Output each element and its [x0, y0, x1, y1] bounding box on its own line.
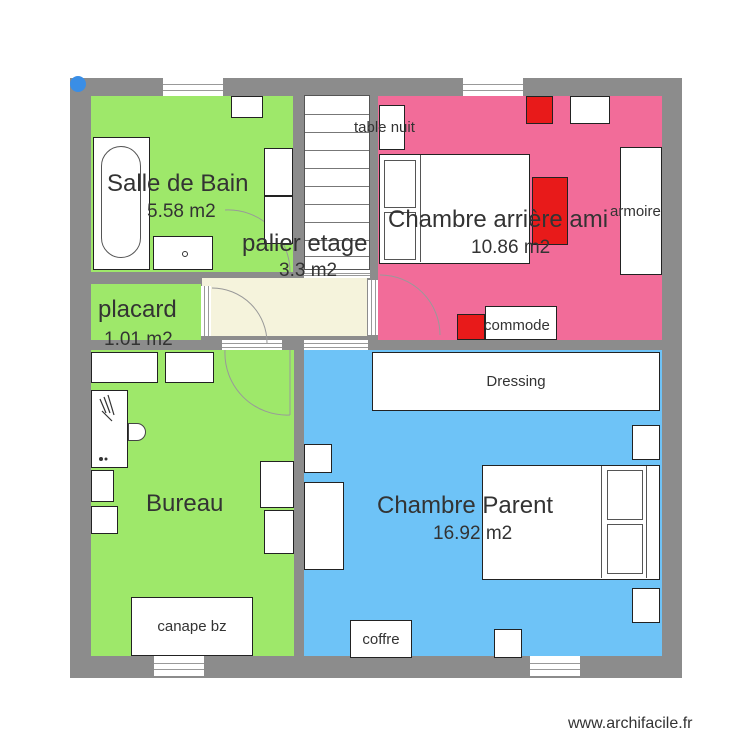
sink-unit [153, 236, 213, 270]
label-chambre-parent: Chambre Parent [377, 492, 554, 519]
label-table-nuit: table nuit [354, 119, 415, 136]
bureau-shelf-right [165, 352, 214, 383]
label-bureau: Bureau [146, 490, 224, 517]
canape-box: canape bz [131, 597, 253, 656]
staircase[interactable] [304, 95, 370, 270]
desk-chair [128, 423, 146, 441]
bureau-box-1 [91, 470, 114, 502]
coffre-box: coffre [350, 620, 412, 658]
area-chambre-arriere: 10.86 m2 [471, 237, 551, 258]
door-opening-placard[interactable] [201, 286, 211, 336]
area-chambre-parent: 16.92 m2 [433, 523, 513, 544]
door-opening-chambre[interactable] [368, 280, 378, 335]
dressing-box: Dressing [372, 352, 660, 411]
parent-small-box-bottom [494, 629, 522, 658]
room-palier[interactable] [202, 278, 367, 336]
bed-chambre-parent [482, 465, 660, 580]
desk [91, 390, 128, 468]
bureau-box-2 [91, 506, 118, 534]
area-placard: 1.01 m2 [104, 329, 173, 350]
window-bottom-right [530, 656, 580, 676]
window-top-right [463, 78, 523, 96]
label-armoire: armoire [610, 203, 661, 220]
bureau-cabinet-2 [264, 510, 294, 554]
red-block-bottom [457, 314, 485, 340]
watermark[interactable]: www.archifacile.fr [568, 715, 693, 732]
bed-chambre-arriere [379, 154, 530, 264]
red-block-top-1 [526, 96, 553, 124]
label-placard: placard [98, 296, 177, 323]
dressing-label: Dressing [486, 373, 546, 390]
label-chambre-arriere: Chambre arrière ami [388, 206, 609, 233]
bureau-shelf-left [91, 352, 158, 383]
window-bottom-left [154, 656, 204, 676]
door-opening-parent[interactable] [304, 340, 368, 350]
red-block-mid [532, 177, 568, 245]
label-commode: commode [484, 317, 550, 334]
parent-side-top [632, 425, 660, 460]
area-salle-de-bain: 5.58 m2 [147, 201, 216, 222]
parent-side-bottom [632, 588, 660, 623]
parent-small-box-left [304, 444, 332, 473]
door-opening-bureau[interactable] [222, 340, 282, 350]
door-opening-palier[interactable] [304, 270, 370, 278]
coffre-label: coffre [362, 630, 400, 648]
room-placard[interactable] [91, 284, 201, 340]
canape-label: canape bz [157, 618, 227, 635]
white-box-top [570, 96, 610, 124]
bath-shelf-1 [264, 148, 293, 196]
label-salle-de-bain: Salle de Bain [107, 170, 249, 197]
bath-shelf-2 [264, 196, 293, 244]
bathtub [93, 137, 150, 270]
commode-box [485, 306, 557, 340]
area-palier: 3.3 m2 [279, 260, 338, 281]
parent-cabinet-left [304, 482, 344, 570]
bureau-cabinet-1 [260, 461, 294, 508]
corner-marker [70, 76, 86, 92]
table-nuit-box [379, 105, 405, 150]
label-palier: palier etage [242, 230, 368, 257]
window-top-left [163, 78, 223, 96]
armoire-box [620, 147, 662, 275]
bath-cabinet-top [231, 96, 263, 118]
